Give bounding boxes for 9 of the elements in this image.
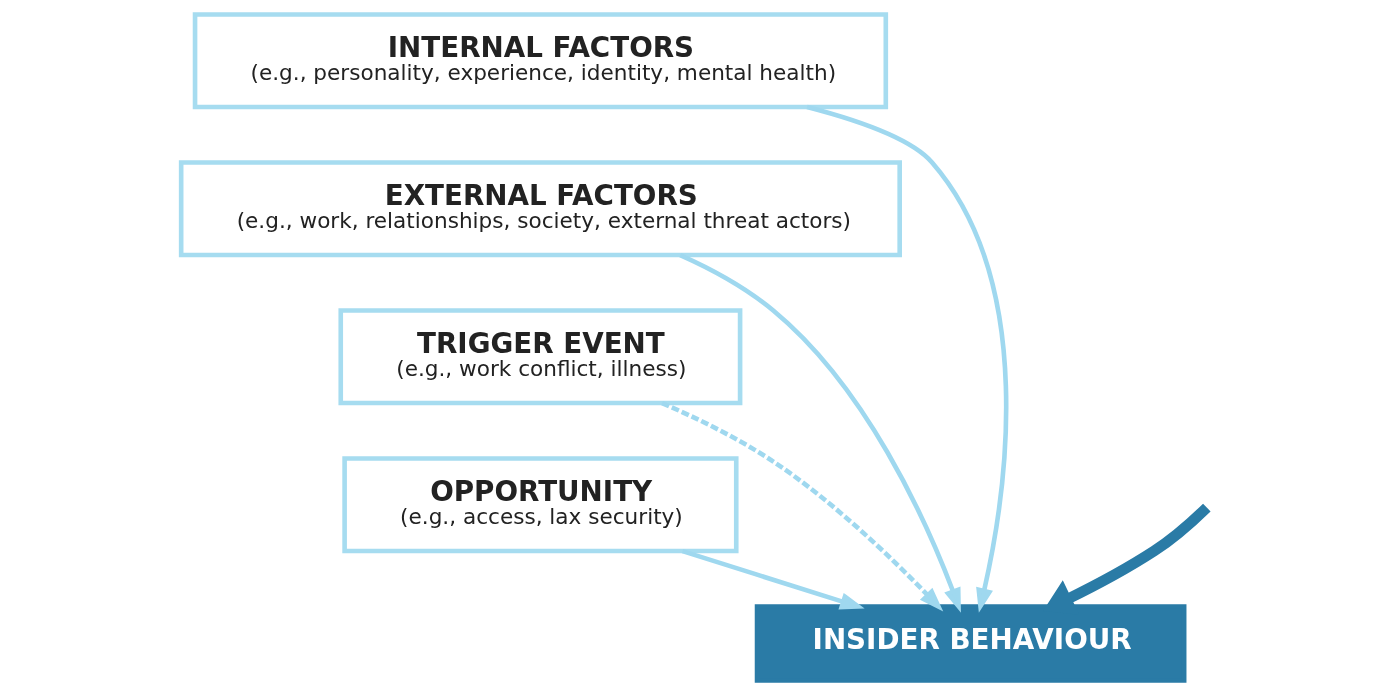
arrow bbox=[661, 400, 944, 612]
node-box: INSIDER BEHAVIOUR bbox=[754, 604, 1187, 683]
arrow bbox=[679, 253, 961, 613]
node-box: TRIGGER EVENT (e.g., work conflict, illness) bbox=[338, 308, 743, 406]
node-box: EXTERNAL FACTORS (e.g., work, relationships, society, external threat actors) bbox=[178, 160, 902, 258]
node-box: OPPORTUNITY (e.g., access, lax security) bbox=[342, 456, 739, 554]
node-box: INTERNAL FACTORS (e.g., personality, experience, identity, mental health) bbox=[192, 12, 889, 110]
arrow bbox=[681, 548, 865, 610]
arrow bbox=[806, 104, 1009, 613]
